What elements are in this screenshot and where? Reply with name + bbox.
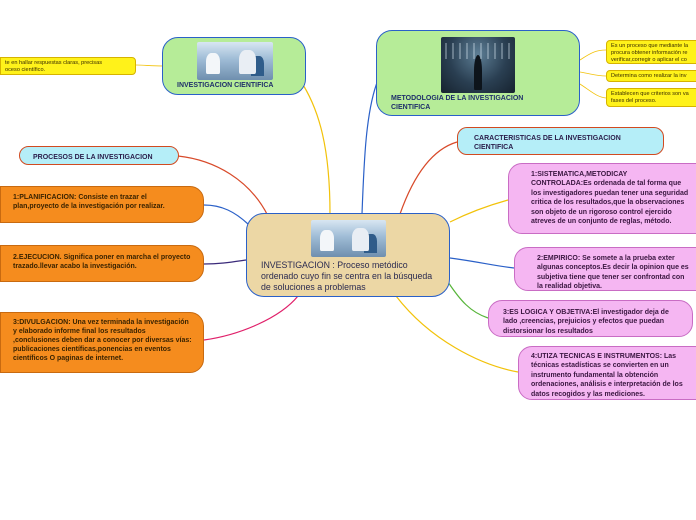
- metodologia-node[interactable]: METODOLOGIA DE LA INVESTIGACION CIENTIFI…: [376, 30, 580, 116]
- link-sistematica: [449, 199, 509, 223]
- businessman-chalkboard-photo-icon: [441, 37, 515, 93]
- caracteristica-logica[interactable]: 3:ES LOGICA Y OBJETIVA:El investigador d…: [488, 300, 693, 337]
- link-ejecucion: [203, 259, 247, 265]
- link-ic-note: [135, 64, 164, 67]
- laboratory-photo-icon: [311, 220, 386, 257]
- link-empirico: [449, 257, 515, 269]
- investigacion-cientifica-title: INVESTIGACION CIENTIFICA: [177, 82, 274, 89]
- metodologia-note-3[interactable]: Establecen que criterios son va fases de…: [606, 88, 696, 107]
- investigacion-cientifica-note[interactable]: te en hallar respuestas claras, precisas…: [0, 57, 136, 75]
- proceso-ejecucion[interactable]: 2.EJECUCION. Significa poner en marcha e…: [0, 245, 204, 282]
- link-met-note-2: [579, 71, 607, 77]
- central-topic[interactable]: INVESTIGACION : Proceso metódico ordenad…: [246, 213, 450, 297]
- link-caracteristicas: [399, 141, 458, 215]
- link-planificacion: [203, 204, 249, 225]
- caracteristica-empirico[interactable]: 2:EMPIRICO: Se somete a la prueba exter …: [514, 247, 696, 291]
- link-logica: [447, 281, 489, 319]
- metodologia-note-2[interactable]: Determina como realizar la inv: [606, 70, 696, 82]
- caracteristica-tecnicas[interactable]: 4:UTIZA TECNICAS E INSTRUMENTOS: Las téc…: [518, 346, 696, 400]
- link-met-note-1: [579, 49, 607, 61]
- caracteristica-sistematica[interactable]: 1:SISTEMATICA,METODICAY CONTROLADA:Es or…: [508, 163, 696, 234]
- investigacion-cientifica-node[interactable]: INVESTIGACION CIENTIFICA: [162, 37, 306, 95]
- link-metodologia: [361, 79, 379, 215]
- link-investigacion-cientifica: [299, 79, 331, 215]
- proceso-planificacion[interactable]: 1:PLANIFICACION: Consiste en trazar el p…: [0, 186, 204, 223]
- link-tecnicas: [395, 295, 519, 373]
- caracteristicas-title-node[interactable]: CARACTERISTICAS DE LA INVESTIGACION CIEN…: [457, 127, 664, 155]
- metodologia-title: METODOLOGIA DE LA INVESTIGACION CIENTIFI…: [391, 95, 524, 111]
- link-divulgacion: [203, 295, 299, 341]
- laboratory-photo-icon: [197, 42, 273, 80]
- metodologia-note-1[interactable]: Es un proceso que mediante la procura ob…: [606, 40, 696, 64]
- procesos-title-node[interactable]: PROCESOS DE LA INVESTIGACION: [19, 146, 179, 165]
- proceso-divulgacion[interactable]: 3:DIVULGACION: Una vez terminada la inve…: [0, 312, 204, 373]
- link-met-note-3: [579, 83, 607, 99]
- link-procesos: [177, 155, 269, 217]
- central-topic-text: INVESTIGACION : Proceso metódico ordenad…: [261, 260, 433, 292]
